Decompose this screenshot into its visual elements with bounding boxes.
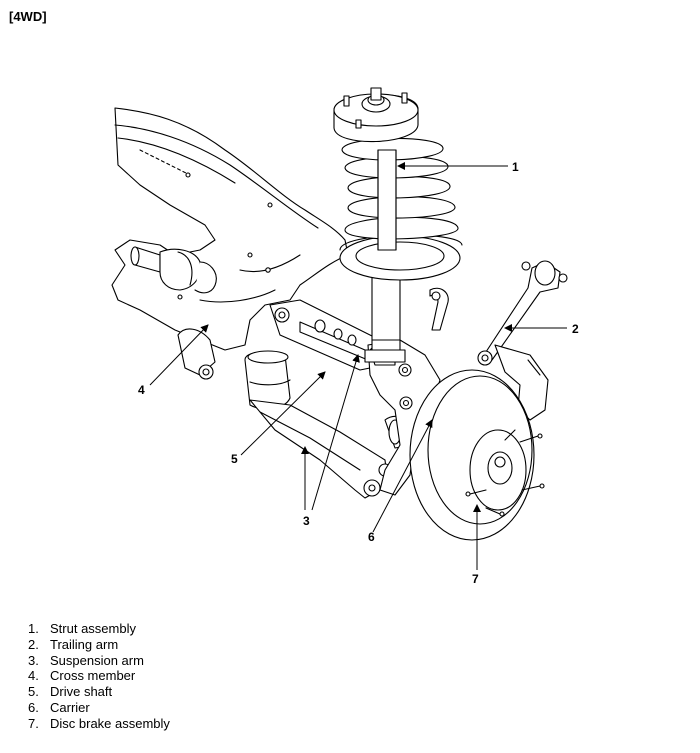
carrier-shape — [367, 339, 441, 496]
callout-3: 3 — [303, 514, 310, 528]
parts-legend: 1.Strut assembly 2.Trailing arm 3.Suspen… — [28, 621, 170, 732]
diagram-title: [4WD] — [9, 9, 47, 24]
callout-6: 6 — [368, 530, 375, 544]
callout-7: 7 — [472, 572, 479, 586]
leader-line-5 — [240, 371, 326, 456]
coil-spring — [339, 137, 463, 281]
leader-line-4 — [149, 324, 209, 386]
legend-item: 7.Disc brake assembly — [28, 715, 170, 731]
disc-brake-shape — [409, 369, 545, 541]
rear-suspension-drawing: 1 2 3 4 5 6 7 — [111, 87, 579, 586]
callout-4: 4 — [138, 383, 145, 397]
leader-line-6 — [372, 419, 433, 533]
callout-5: 5 — [231, 452, 238, 466]
cross-member-shape — [111, 107, 349, 351]
legend-item: 2.Trailing arm — [28, 636, 119, 652]
legend-item: 5.Drive shaft — [28, 684, 113, 700]
legend-item: 4.Cross member — [28, 668, 136, 684]
callout-2: 2 — [572, 322, 579, 336]
leader-line-3b — [311, 354, 360, 511]
legend-item: 3.Suspension arm — [28, 652, 144, 668]
legend-item: 6.Carrier — [28, 699, 90, 715]
callout-1: 1 — [512, 160, 519, 174]
legend-item: 1.Strut assembly — [28, 621, 136, 636]
